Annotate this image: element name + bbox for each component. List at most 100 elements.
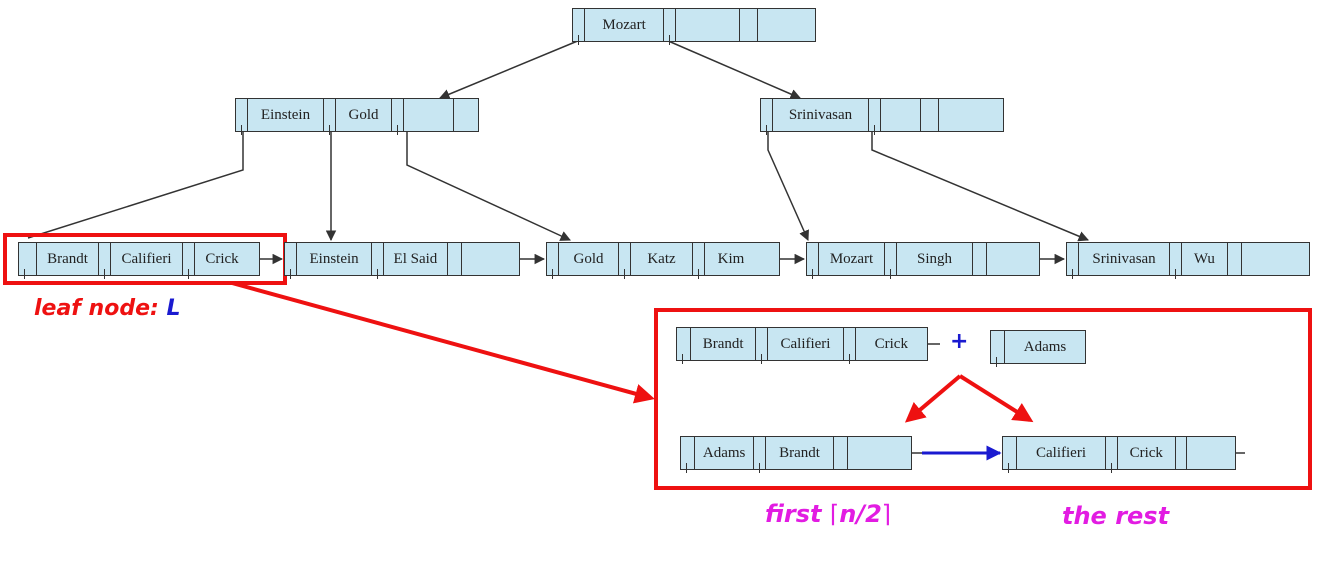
caption-first-word: first (765, 500, 822, 528)
root-node: Mozart (572, 8, 816, 45)
split-arrow-right (958, 374, 1034, 423)
node-key: Crick (1118, 437, 1176, 469)
split-highlight-box (654, 308, 1312, 490)
leaf-node: Mozart Singh (806, 242, 1040, 279)
node-pointer (573, 9, 585, 45)
split-result-left: Adams Brandt (680, 436, 912, 473)
edge-root-right (665, 39, 801, 100)
split-result-right: Califieri Crick (1002, 436, 1236, 473)
empty-slot (462, 243, 519, 275)
node-pointer (754, 437, 767, 473)
edge-einstein-left (27, 132, 244, 239)
empty-slot (454, 99, 472, 131)
ceil-right-bracket: ⌉ (881, 500, 892, 528)
node-key: Brandt (37, 243, 99, 275)
split-original-leaf: Brandt Califieri Crick (676, 327, 928, 364)
edge-root-left (439, 39, 581, 100)
node-key: Katz (631, 243, 693, 275)
edge-srini-left (767, 132, 809, 241)
node-pointer (844, 328, 856, 364)
empty-slot (758, 9, 816, 41)
node-key: Gold (559, 243, 619, 275)
node-pointer (183, 243, 195, 279)
leaf-label-variable: L (166, 296, 181, 321)
node-pointer (392, 99, 404, 135)
node-pointer (807, 243, 819, 279)
node-key: Califieri (1017, 437, 1107, 469)
edge-srini-right (871, 132, 1089, 242)
node-pointer (756, 328, 769, 364)
leaf-to-split-arrow (231, 281, 655, 404)
node-pointer (324, 99, 336, 135)
node-pointer (19, 243, 37, 279)
caption-n-half: n/2 (839, 500, 882, 528)
node-key: El Said (384, 243, 448, 275)
node-key: Einstein (248, 99, 324, 131)
caption-the-rest: the rest (1062, 502, 1170, 530)
node-pointer (681, 437, 695, 473)
node-pointer (619, 243, 631, 279)
node-pointer (1170, 243, 1183, 279)
node-pointer (1067, 243, 1079, 279)
split-new-key-node: Adams (990, 330, 1086, 367)
node-key: Adams (1023, 338, 1067, 355)
ceil-left-bracket: ⌈ (829, 500, 840, 528)
node-pointer (547, 243, 559, 279)
empty-slot (740, 9, 758, 41)
node-key: Gold (336, 99, 392, 131)
leaf-node: Srinivasan Wu (1066, 242, 1310, 279)
node-key: Crick (205, 250, 239, 267)
node-key: Califieri (111, 243, 183, 275)
node-pointer (1106, 437, 1119, 473)
empty-slot (1187, 437, 1235, 469)
node-key: Wu (1182, 243, 1228, 275)
leaf-node: Brandt Califieri Crick (18, 242, 260, 279)
empty-slot (973, 243, 987, 275)
node-pointer (99, 243, 111, 279)
node-key: Kim (717, 250, 745, 267)
node-key: Srinivasan (1079, 243, 1171, 275)
node-key: Srinivasan (773, 99, 869, 131)
node-key: Mozart (819, 243, 885, 275)
leaf-node: Einstein El Said (284, 242, 520, 279)
node-pointer (236, 99, 248, 135)
node-key: Einstein (297, 243, 373, 275)
node-key: Brandt (766, 437, 834, 469)
empty-slot (881, 99, 921, 131)
node-key: Singh (897, 243, 973, 275)
node-pointer (991, 331, 1005, 367)
node-pointer (869, 99, 881, 135)
internal-node-right: Srinivasan (760, 98, 1004, 135)
empty-slot (921, 99, 939, 131)
node-pointer (885, 243, 897, 279)
node-key: Crick (874, 335, 908, 352)
node-key: Brandt (691, 328, 757, 360)
leaf-label-text: leaf node: (34, 296, 167, 321)
split-arrow-left (904, 374, 962, 423)
node-pointer (1003, 437, 1017, 473)
leaf-node-label: leaf node: L (34, 296, 180, 321)
empty-slot (987, 243, 1037, 275)
empty-slot (1176, 437, 1188, 469)
node-pointer (693, 243, 705, 279)
node-key: Califieri (768, 328, 844, 360)
leaf-node: Gold Katz Kim (546, 242, 780, 279)
empty-slot (834, 437, 848, 469)
empty-slot (1242, 243, 1309, 275)
node-pointer (677, 328, 691, 364)
edge-gold-right (406, 132, 571, 241)
node-key: Adams (695, 437, 755, 469)
caption-first-half: first ⌈n/2⌉ (765, 500, 891, 528)
node-pointer (761, 99, 773, 135)
empty-slot (848, 437, 911, 469)
plus-sign: + (950, 329, 969, 354)
empty-slot (448, 243, 462, 275)
node-pointer (372, 243, 385, 279)
node-pointer (664, 9, 677, 45)
empty-slot (1228, 243, 1242, 275)
node-key: Mozart (585, 9, 665, 41)
internal-node-left: Einstein Gold (235, 98, 479, 135)
empty-slot (939, 99, 989, 131)
